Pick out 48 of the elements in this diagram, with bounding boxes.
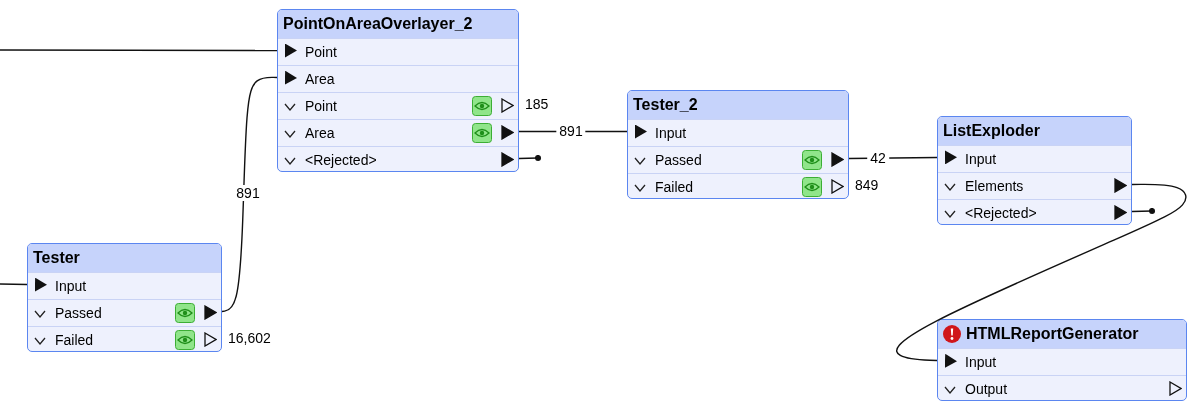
feature-count: 16,602 — [228, 330, 271, 346]
transformer-title: Tester_2 — [628, 91, 848, 119]
transformer-box — [27, 243, 222, 352]
port-name: <Rejected> — [305, 152, 377, 168]
port-row — [278, 146, 518, 171]
port-name: Input — [965, 151, 997, 167]
port-name: Point — [305, 44, 337, 60]
connector-line — [1131, 207, 1156, 215]
connector-line — [518, 154, 542, 162]
edge-label: 891 — [233, 185, 263, 201]
transformer-title: ListExploder — [938, 117, 1131, 145]
connector — [848, 150, 957, 165]
connector-line — [0, 277, 47, 292]
connector — [221, 70, 297, 313]
port-row — [628, 146, 848, 173]
port-row — [28, 326, 221, 351]
port-row — [938, 375, 1186, 400]
transformer-box — [937, 319, 1187, 401]
transformer-title: HTMLReportGenerator — [938, 320, 1186, 348]
port-name: Area — [305, 125, 335, 141]
port-name: Output — [965, 381, 1008, 397]
port-row — [628, 173, 848, 198]
connector-line — [0, 43, 297, 58]
port-name: Failed — [655, 179, 694, 195]
edge-label: 42 — [867, 150, 889, 166]
port-row — [28, 299, 221, 326]
port-name: Input — [55, 278, 87, 294]
port-name: <Rejected> — [965, 205, 1037, 221]
port-name: Point — [305, 98, 337, 114]
transformer-box — [627, 90, 849, 199]
port-name: Passed — [655, 152, 702, 168]
transformer-box — [937, 116, 1132, 225]
port-name: Failed — [55, 332, 94, 348]
port-name: Passed — [55, 305, 102, 321]
feature-count: 849 — [855, 177, 879, 193]
connector — [896, 183, 1187, 368]
feature-count: 185 — [525, 96, 549, 112]
transformer-box — [277, 9, 519, 172]
edge-label: 891 — [556, 123, 586, 139]
port-row — [938, 199, 1131, 224]
transformer-title: Tester — [28, 244, 221, 272]
port-name: Area — [305, 71, 335, 87]
port-name: Input — [655, 125, 687, 141]
transformer-title: PointOnAreaOverlayer_2 — [278, 10, 518, 38]
port-row — [278, 92, 518, 119]
port-row — [278, 119, 518, 146]
port-name: Elements — [965, 178, 1024, 194]
port-name: Input — [965, 354, 997, 370]
